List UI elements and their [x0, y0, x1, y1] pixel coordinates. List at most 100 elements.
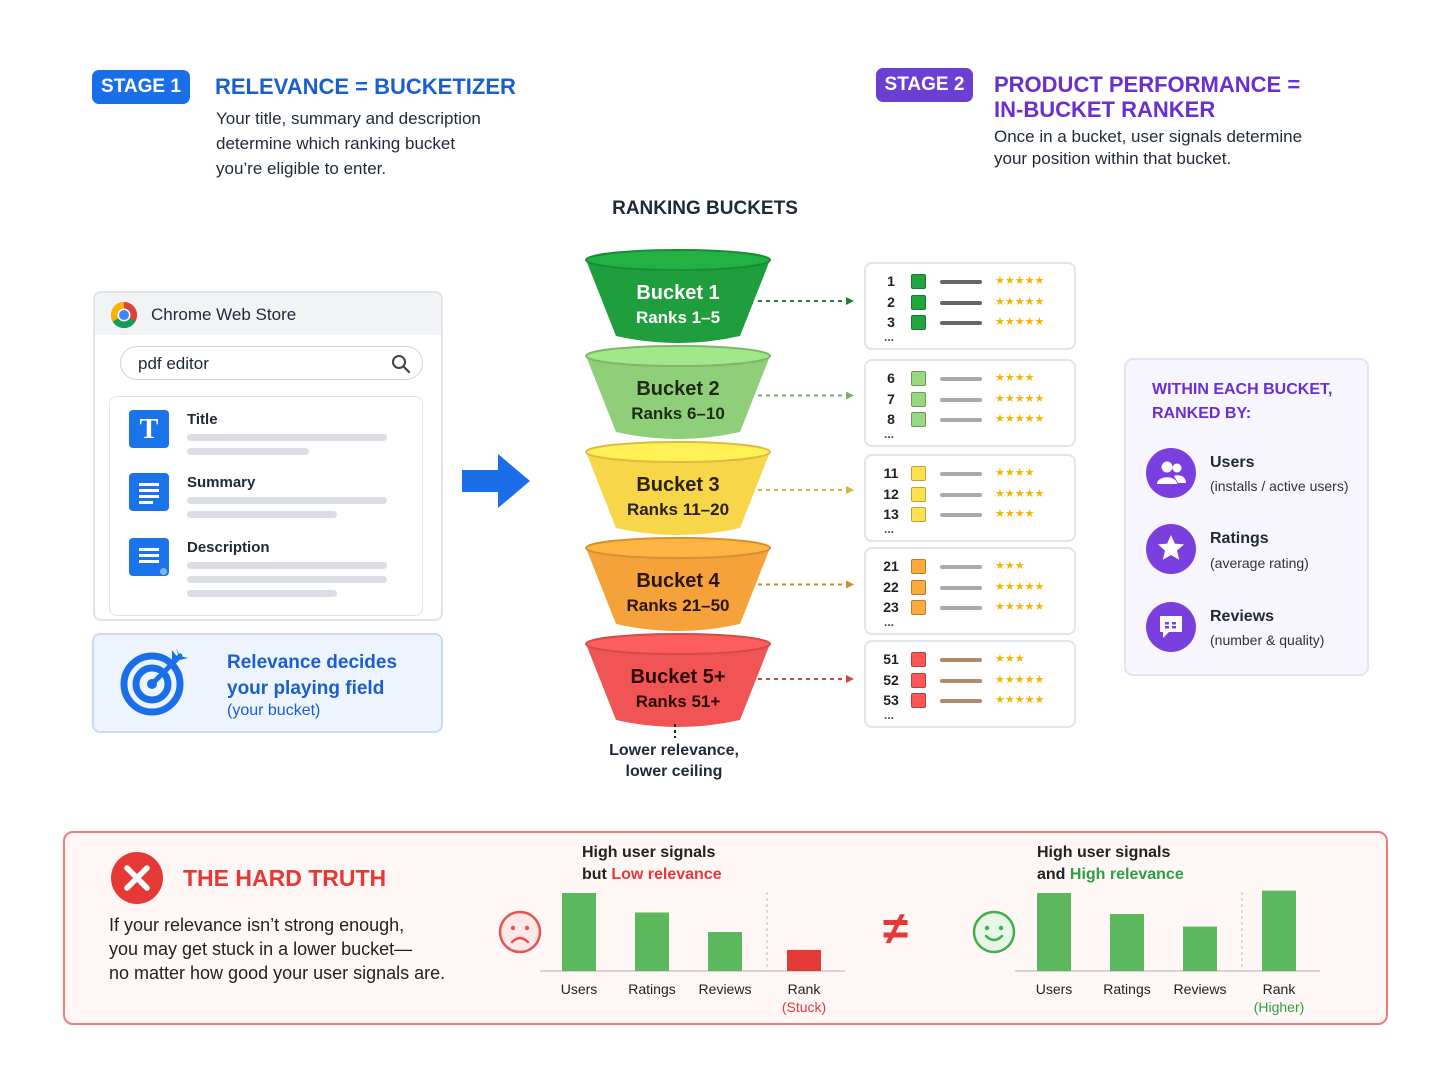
search-value: pdf editor — [138, 354, 209, 373]
chart-x-label: Reviews — [698, 981, 752, 997]
stage1-desc-line: determine which ranking bucket — [216, 134, 456, 153]
rating-stars: ★★★★★ — [995, 275, 1045, 287]
rating-stars: ★★★★★ — [995, 413, 1045, 425]
rating-stars: ★★★★★ — [995, 487, 1045, 500]
stage2-description: Once in a bucket, user signals determine… — [994, 126, 1302, 170]
chart-bar-users — [562, 893, 596, 971]
rank-number: 3 — [887, 314, 895, 330]
stage2-title-line: IN-BUCKET RANKER — [994, 97, 1216, 122]
rank-number: 23 — [883, 599, 899, 615]
hard-truth-line: you may get stuck in a lower bucket— — [109, 939, 413, 959]
signal-name-ratings: Ratings — [1210, 530, 1269, 547]
target-icon — [120, 648, 188, 716]
chart-x-label: Users — [560, 981, 598, 997]
users-icon — [1146, 448, 1196, 498]
app-icon — [911, 412, 926, 427]
bucket-name: Bucket 3 — [636, 474, 720, 496]
chart-left-plot — [540, 892, 845, 972]
chrome-web-store-card: Chrome Web Store pdf editor T Title Summ… — [93, 291, 443, 621]
app-icon — [911, 294, 926, 310]
rank-number: 21 — [883, 558, 899, 574]
app-name-placeholder — [940, 280, 982, 284]
title-icon: T — [129, 410, 169, 448]
chart-left-title-prefix: but — [582, 866, 612, 883]
connector-arrow-icon — [846, 297, 854, 305]
relevance-heading: Relevance decides your playing field — [227, 650, 397, 702]
rating-stars: ★★★★★ — [995, 392, 1045, 405]
rank-number: 13 — [883, 506, 899, 522]
app-icon — [911, 559, 926, 574]
chart-x-note: (Stuck) — [781, 999, 827, 1015]
chart-x-label: Rank — [1262, 981, 1296, 997]
app-name-placeholder — [940, 513, 982, 517]
placeholder-line — [187, 448, 309, 455]
rank-list-box: 21★★★22★★★★★23★★★★★... — [864, 547, 1076, 635]
bucket-label: Bucket 3 Ranks 11–20 — [588, 472, 768, 522]
bucket-shape — [585, 441, 771, 535]
app-name-placeholder — [940, 699, 982, 703]
stage1-desc-line: you’re eligible to enter. — [216, 159, 387, 178]
rating-stars: ★★★ — [995, 653, 1025, 665]
store-title: Chrome Web Store — [151, 305, 297, 324]
app-icon — [911, 486, 926, 502]
app-icon — [911, 507, 926, 522]
app-name-placeholder — [940, 321, 982, 325]
relevance-line: your playing field — [227, 678, 385, 699]
within-title-line: WITHIN EACH BUCKET, — [1152, 381, 1333, 398]
bucket-name: Bucket 4 — [636, 570, 720, 592]
hard-truth-panel: THE HARD TRUTH If your relevance isn’t s… — [63, 831, 1388, 1025]
summary-doc-icon — [129, 473, 169, 511]
search-icon[interactable] — [391, 354, 411, 374]
chart-x-label: Rank — [787, 981, 821, 997]
rank-number: 1 — [887, 273, 895, 289]
app-name-placeholder — [940, 658, 982, 662]
app-name-placeholder — [940, 397, 982, 402]
hard-truth-text: If your relevance isn’t strong enough, y… — [109, 913, 445, 985]
stage2-title: PRODUCT PERFORMANCE = IN-BUCKET RANKER — [994, 72, 1300, 122]
bucket-note-line: Lower relevance, — [609, 742, 739, 759]
stage1-desc-line: Your title, summary and description — [216, 109, 481, 128]
chart-left-title-line1: High user signals — [582, 844, 716, 861]
rating-stars: ★★★★★ — [995, 601, 1045, 613]
chat-icon — [1146, 602, 1196, 652]
hard-truth-title: THE HARD TRUTH — [183, 865, 387, 891]
placeholder-line — [187, 576, 387, 583]
stage1-description: Your title, summary and description dete… — [216, 106, 481, 181]
relevance-line: Relevance decides — [227, 652, 398, 673]
more-indicator: ... — [884, 615, 895, 629]
app-name-placeholder — [940, 377, 982, 381]
placeholder-line — [187, 497, 387, 504]
rank-list-box: 6★★★★7★★★★★8★★★★★... — [864, 359, 1076, 447]
search-input[interactable]: pdf editor — [120, 346, 423, 380]
placeholder-line — [187, 511, 337, 518]
app-icon — [911, 579, 926, 595]
bucket-name: Bucket 1 — [636, 282, 720, 304]
connector-arrow-icon — [846, 675, 854, 683]
bucket-ranks: Ranks 11–20 — [626, 500, 730, 519]
chrome-logo-icon — [110, 301, 138, 329]
rank-number: 53 — [883, 692, 899, 708]
stage1-badge: STAGE 1 — [92, 70, 190, 104]
rank-list-box: 11★★★★12★★★★★13★★★★... — [864, 454, 1076, 542]
bucket-shape — [585, 345, 771, 439]
app-name-placeholder — [940, 565, 982, 569]
hard-truth-line: no matter how good your user signals are… — [109, 963, 446, 983]
chart-x-label: Ratings — [628, 981, 676, 997]
placeholder-line — [187, 434, 387, 441]
listing-fields-card: T Title Summary Description — [109, 396, 423, 616]
rank-number: 6 — [887, 370, 895, 386]
rank-list-box: 1★★★★★2★★★★★3★★★★★... — [864, 262, 1076, 350]
app-name-placeholder — [940, 606, 982, 610]
chart-bar-rank — [1262, 890, 1296, 971]
field-label-description: Description — [187, 539, 270, 556]
description-doc-icon — [129, 538, 169, 576]
chart-x-label: Ratings — [1103, 981, 1151, 997]
error-x-icon — [111, 852, 163, 904]
field-label-title: Title — [187, 411, 218, 428]
happy-face-icon — [972, 910, 1016, 954]
chart-left-title: High user signals but Low relevance — [582, 842, 722, 886]
app-name-placeholder — [940, 472, 982, 476]
app-icon — [911, 315, 926, 330]
chart-right-plot — [1015, 890, 1320, 972]
within-bucket-card: WITHIN EACH BUCKET, RANKED BY: Users (in… — [1124, 358, 1369, 676]
